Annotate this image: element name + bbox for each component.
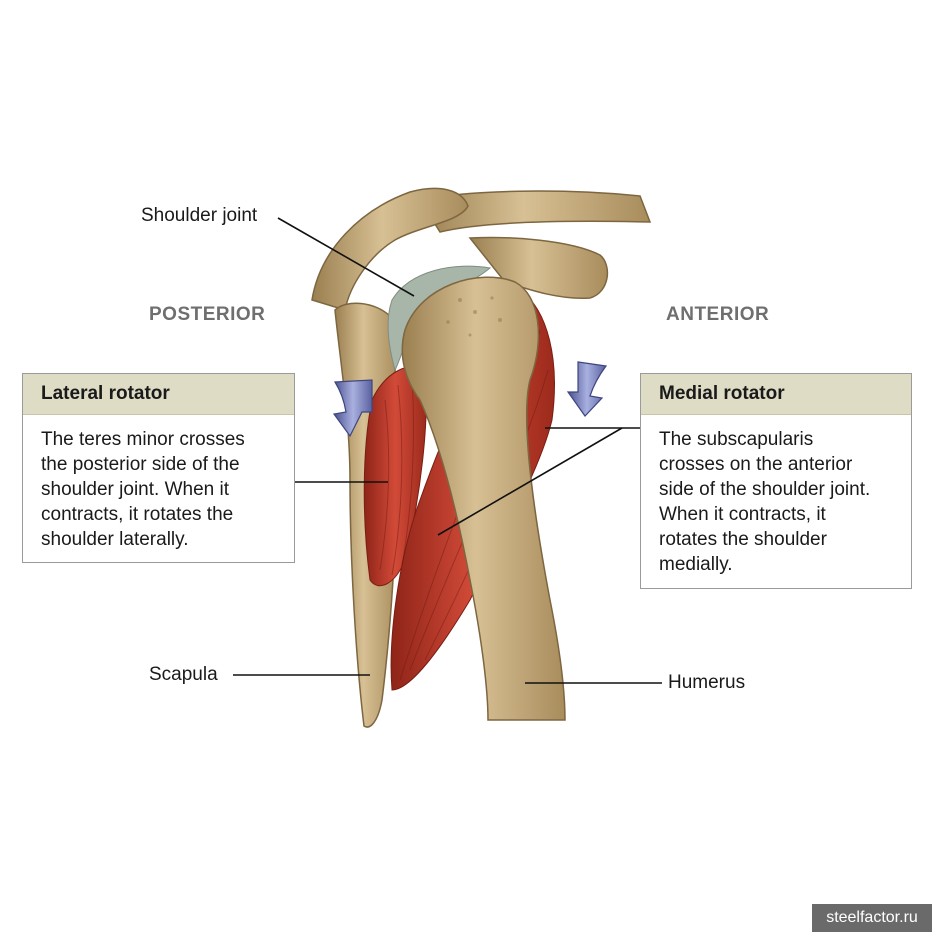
lateral-rotator-title: Lateral rotator [23, 374, 294, 415]
medial-rotator-title: Medial rotator [641, 374, 911, 415]
acromion [311, 187, 469, 311]
bone-texture [446, 296, 502, 337]
medial-rotator-box: Medial rotator The subscapularis crosses… [640, 373, 912, 589]
rotation-arrow-icon [566, 361, 608, 417]
watermark: steelfactor.ru [812, 904, 932, 932]
leader-lines [233, 217, 662, 684]
lateral-rotator-text: The teres minor crosses the posterior si… [41, 429, 245, 550]
posterior-label: POSTERIOR [149, 304, 266, 325]
lateral-rotator-box: Lateral rotator The teres minor crosses … [22, 373, 295, 563]
anterior-label: ANTERIOR [666, 304, 770, 325]
scapula-label: Scapula [149, 664, 218, 685]
humerus-label: Humerus [668, 672, 746, 693]
coracoid-process [468, 236, 609, 300]
humerus-bone [401, 276, 566, 721]
shoulder-joint-label: Shoulder joint [141, 205, 258, 226]
clavicle-bone [418, 190, 652, 233]
rotation-arrow-icon [332, 379, 373, 438]
medial-rotator-text: The subscapularis crosses on the anterio… [659, 429, 871, 575]
